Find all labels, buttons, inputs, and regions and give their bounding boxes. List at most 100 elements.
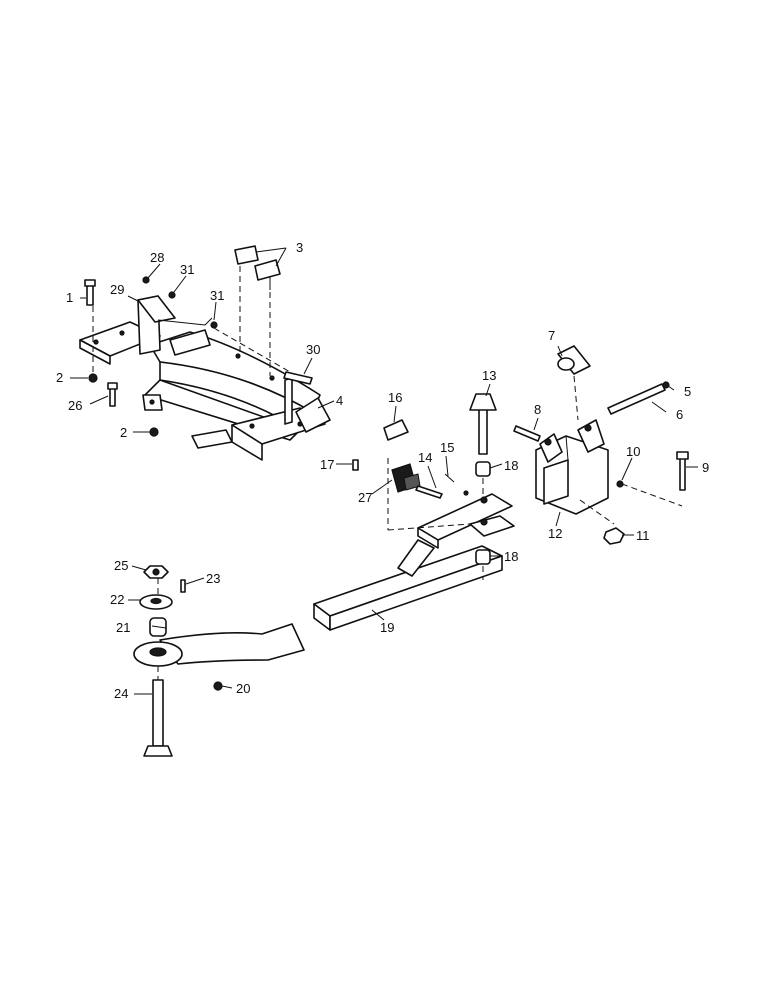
bolt-part-1 bbox=[86, 284, 94, 306]
mount-hole bbox=[269, 375, 275, 381]
swivel-assembly bbox=[133, 565, 305, 757]
bolt-part-30 bbox=[283, 371, 313, 385]
mount-hole bbox=[235, 353, 241, 359]
callout-4: 4 bbox=[336, 393, 343, 408]
pin-handle bbox=[469, 393, 497, 411]
callout-9: 9 bbox=[702, 460, 709, 475]
bolt-part-24-head bbox=[143, 745, 173, 757]
callout-21: 21 bbox=[116, 620, 130, 635]
bolt-part-9-head bbox=[676, 451, 689, 460]
swivel-arm bbox=[159, 623, 305, 665]
washer-part-31-lower bbox=[210, 321, 218, 329]
front-tab bbox=[191, 429, 233, 449]
callout-22: 22 bbox=[110, 592, 124, 607]
bolt-part-8 bbox=[513, 425, 541, 442]
clevis-plate-lower bbox=[469, 515, 515, 537]
strap bbox=[157, 317, 213, 326]
right-mount-block-side bbox=[231, 424, 263, 461]
assembly-line bbox=[573, 375, 579, 421]
pin-part-15 bbox=[444, 473, 455, 483]
callout-2: 2 bbox=[120, 425, 127, 440]
callout-20: 20 bbox=[236, 681, 250, 696]
leader-lines bbox=[70, 247, 698, 695]
bracket-opening bbox=[543, 459, 569, 505]
callout-15: 15 bbox=[440, 440, 454, 455]
callout-12: 12 bbox=[548, 526, 562, 541]
left-mounting-plate-side bbox=[79, 339, 111, 365]
assembly-line bbox=[213, 327, 291, 373]
mount-hole bbox=[93, 339, 99, 345]
pin-end-part-5 bbox=[662, 381, 670, 389]
callout-1: 1 bbox=[66, 290, 73, 305]
block-part-3-left bbox=[234, 245, 259, 265]
bolt-part-26-head bbox=[107, 382, 118, 390]
brace bbox=[397, 539, 435, 577]
callout-3: 3 bbox=[296, 240, 303, 255]
mount-hole bbox=[149, 399, 155, 405]
nut-part-2-lower bbox=[149, 427, 159, 437]
callout-6: 6 bbox=[676, 407, 683, 422]
drawbar-bottom bbox=[329, 555, 503, 631]
callout-23: 23 bbox=[206, 571, 220, 586]
callout-10: 10 bbox=[626, 444, 640, 459]
callout-8: 8 bbox=[534, 402, 541, 417]
nut-part-25-center bbox=[152, 568, 160, 576]
callout-16: 16 bbox=[388, 390, 402, 405]
bolt-part-9 bbox=[679, 457, 686, 491]
drawbar-hole bbox=[463, 490, 469, 496]
callout-31: 31 bbox=[180, 262, 194, 277]
mount-hole bbox=[297, 421, 303, 427]
callout-7: 7 bbox=[548, 328, 555, 343]
callout-5: 5 bbox=[684, 384, 691, 399]
block-part-3-right bbox=[254, 259, 281, 281]
frame-assembly bbox=[79, 245, 331, 461]
rear-support bbox=[169, 329, 211, 356]
nut-part-2-upper bbox=[88, 373, 98, 383]
assembly-line bbox=[579, 499, 615, 525]
mount-hole bbox=[249, 423, 255, 429]
callout-26: 26 bbox=[68, 398, 82, 413]
bushing-part-18-upper bbox=[475, 461, 491, 477]
callout-31: 31 bbox=[210, 288, 224, 303]
pin-part-6 bbox=[607, 383, 666, 415]
callout-14: 14 bbox=[418, 450, 432, 465]
bracket-hole bbox=[544, 438, 552, 446]
bolt-part-1-head bbox=[84, 279, 96, 287]
clevis-plate-upper-side bbox=[417, 527, 439, 549]
roller-end bbox=[557, 357, 575, 371]
drawbar-hole bbox=[480, 496, 488, 504]
callout-28: 28 bbox=[150, 250, 164, 265]
drawbar-assembly bbox=[313, 393, 515, 631]
pin-part-14 bbox=[415, 485, 443, 499]
bracket-hole bbox=[584, 424, 592, 432]
callout-11: 11 bbox=[636, 528, 650, 543]
pin-part-13 bbox=[478, 407, 488, 455]
screw-part-23 bbox=[180, 579, 186, 593]
screw-part-17 bbox=[352, 459, 359, 471]
washer-part-28 bbox=[142, 276, 150, 284]
callout-13: 13 bbox=[482, 368, 496, 383]
callout-18: 18 bbox=[504, 458, 518, 473]
callouts: 1 2 2 3 4 5 6 7 8 9 10 11 12 13 14 15 16… bbox=[56, 240, 709, 701]
flange-part-22-center bbox=[150, 597, 162, 605]
swivel-hub-center bbox=[149, 647, 167, 657]
washer-part-31-upper bbox=[168, 291, 176, 299]
assembly-line bbox=[387, 523, 471, 531]
callout-27: 27 bbox=[358, 490, 372, 505]
grease-nipple-part-20 bbox=[213, 681, 223, 691]
callout-30: 30 bbox=[306, 342, 320, 357]
nut-part-11 bbox=[603, 527, 625, 545]
mount-hole bbox=[119, 330, 125, 336]
callout-17: 17 bbox=[320, 457, 334, 472]
callout-19: 19 bbox=[380, 620, 394, 635]
bolt-part-26 bbox=[109, 387, 116, 407]
bracket-edge bbox=[565, 435, 569, 461]
callout-25: 25 bbox=[114, 558, 128, 573]
callout-24: 24 bbox=[114, 686, 128, 701]
callout-18: 18 bbox=[504, 549, 518, 564]
bushing-part-18-lower bbox=[475, 549, 491, 565]
latch-part-16 bbox=[383, 419, 409, 441]
upright-bracket-top bbox=[137, 295, 176, 323]
bolt-part-24 bbox=[152, 679, 164, 747]
